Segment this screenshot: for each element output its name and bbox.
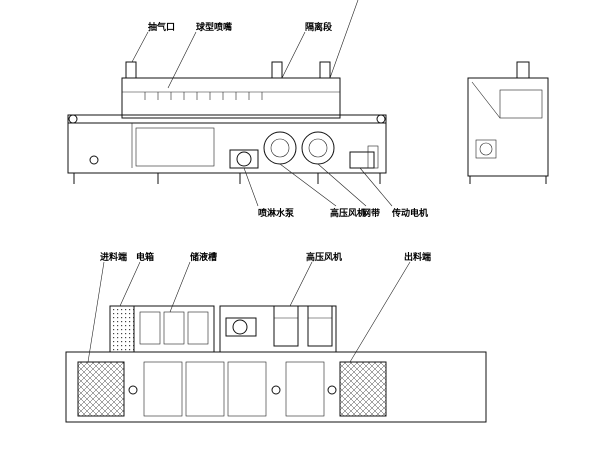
front-pump <box>225 317 257 337</box>
label-exhaust-port: 抽气口 <box>148 21 175 33</box>
nozzle-row <box>144 92 263 100</box>
label-discharge-end: 出料端 <box>404 251 431 263</box>
label-spray-pump: 喷淋水泵 <box>258 207 295 219</box>
spray-hood <box>121 77 341 119</box>
drive-motor <box>349 151 375 169</box>
exhaust-stack-mid <box>271 61 283 79</box>
leader-lines <box>87 0 411 363</box>
roller-left <box>68 114 78 124</box>
label-liquid-tank: 储液槽 <box>190 251 217 263</box>
label-high-pressure-blower-top: 高压风机 <box>330 207 366 219</box>
label-spray-nozzle: 球型喷嘴 <box>196 21 232 33</box>
end-frame <box>467 77 549 177</box>
callout-labels: 抽气口 球型喷嘴 隔离段 喷淋水泵 高压风机 网带 传动电机 进料端 电箱 储液… <box>100 21 431 263</box>
discharge-mesh-panel <box>339 361 387 417</box>
label-electric-cabinet: 电箱 <box>136 251 154 263</box>
front-blower-1 <box>273 305 299 347</box>
exhaust-stack-left <box>125 61 137 79</box>
front-view <box>65 305 487 423</box>
label-mesh-belt: 网带 <box>362 207 380 219</box>
label-high-pressure-blower-bottom: 高压风机 <box>306 251 342 263</box>
blower-2 <box>301 131 335 165</box>
label-isolation-section: 隔离段 <box>305 21 333 33</box>
roller-right <box>376 114 386 124</box>
label-feed-end: 进料端 <box>100 251 127 263</box>
end-exhaust-stack <box>516 61 530 79</box>
front-blower-2 <box>307 305 333 347</box>
tension-roller <box>89 155 99 165</box>
feed-mesh-panel <box>77 361 125 417</box>
front-body <box>65 351 487 423</box>
exhaust-stack-right <box>319 61 331 79</box>
electric-cabinet-panel <box>109 305 135 353</box>
frame-body <box>67 122 387 174</box>
tank-window <box>135 127 215 167</box>
blower-1 <box>263 131 297 165</box>
side-view <box>67 61 387 184</box>
end-view <box>467 61 549 184</box>
conveyor-top <box>67 114 387 124</box>
label-drive-motor: 传动电机 <box>391 207 428 219</box>
spray-pump <box>229 149 259 169</box>
